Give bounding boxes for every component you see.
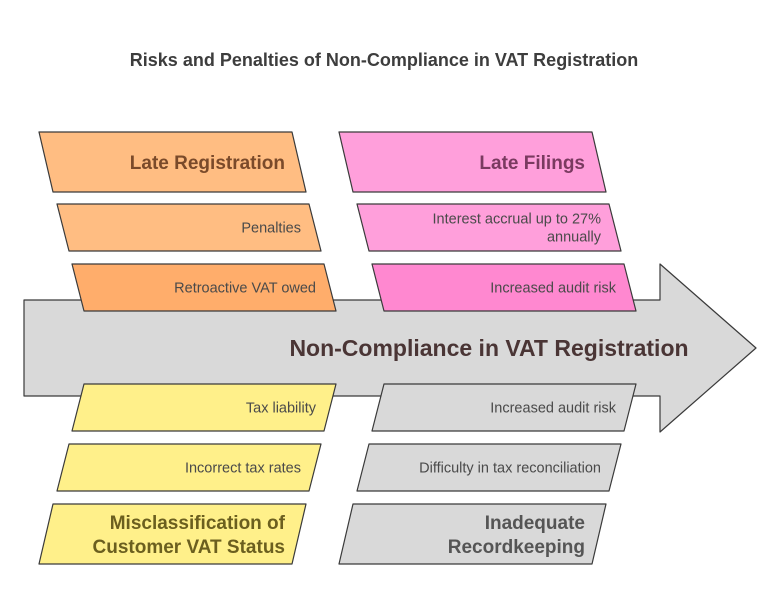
cause-label-line: Difficulty in tax reconciliation <box>419 461 601 477</box>
cause-box <box>356 203 622 252</box>
cause-label-line: Increased audit risk <box>490 281 616 297</box>
cause-label: Increased audit risk <box>490 401 616 417</box>
category-box <box>38 131 307 193</box>
cause-box <box>71 383 337 432</box>
cause-label-line: Interest accrual up to 27% <box>433 212 602 228</box>
category-label: Misclassification of Customer VAT Status <box>93 513 286 558</box>
category-box <box>38 503 307 565</box>
category-label: Late Filings <box>479 153 585 174</box>
cause-label: Difficulty in tax reconciliation <box>419 461 601 477</box>
cause-label: Interest accrual up to 27% annually <box>433 212 602 246</box>
cause-label: Tax liability <box>246 401 317 417</box>
category-label-line: Inadequate <box>485 513 585 534</box>
cause-box <box>371 263 637 312</box>
category-misclassification: Misclassification of Customer VAT Status I… <box>38 383 337 565</box>
cause-label-line: Tax liability <box>246 401 317 417</box>
category-label-line: Recordkeeping <box>448 537 585 558</box>
cause-label: Penalties <box>241 221 301 237</box>
category-label-line: Late Registration <box>130 153 285 174</box>
spine-label: Non-Compliance in VAT Registration <box>289 335 688 361</box>
cause-box <box>371 383 637 432</box>
cause-label: Retroactive VAT owed <box>174 281 316 297</box>
cause-label-line: Penalties <box>241 221 301 237</box>
cause-box <box>356 443 622 492</box>
cause-label-line: Increased audit risk <box>490 401 616 417</box>
cause-box <box>71 263 337 312</box>
cause-box <box>56 203 322 252</box>
cause-box <box>56 443 322 492</box>
cause-label: Increased audit risk <box>490 281 616 297</box>
cause-label-line: Retroactive VAT owed <box>174 281 316 297</box>
category-label-line: Customer VAT Status <box>93 537 286 558</box>
category-label: Late Registration <box>130 153 285 174</box>
cause-label-line: Incorrect tax rates <box>185 461 301 477</box>
category-label-line: Misclassification of <box>110 513 286 534</box>
category-label-line: Late Filings <box>479 153 585 174</box>
cause-label: Incorrect tax rates <box>185 461 301 477</box>
diagram-title: Risks and Penalties of Non-Compliance in… <box>130 50 638 70</box>
category-box <box>338 131 607 193</box>
cause-label-line: annually <box>547 230 602 246</box>
category-box <box>338 503 607 565</box>
